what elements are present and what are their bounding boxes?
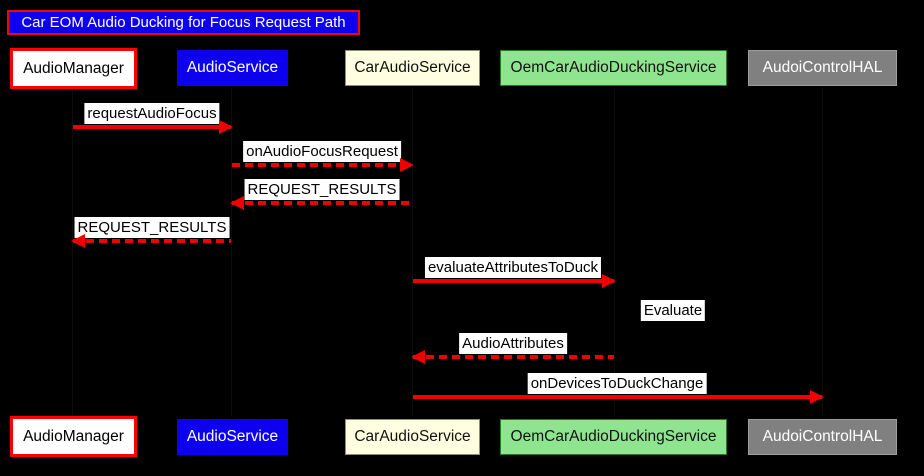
participant-oemcaraudioduckingservice-top: OemCarAudioDuckingService [500,50,727,86]
message-label-evaluate: Evaluate [640,300,706,321]
participant-audioservice-top: AudioService [177,50,288,86]
arrowhead-right-icon [400,158,414,172]
arrowhead-left-icon [411,350,425,364]
arrow-evaluateattributestoduck [413,274,616,288]
message-label-request-results-1: REQUEST_RESULTS [244,179,400,200]
participant-audiomanager-bottom: AudioManager [10,416,137,457]
message-label-request-results-2: REQUEST_RESULTS [74,217,230,238]
lifeline-audoicontrolhal [822,88,823,416]
participant-caraudioservice-bottom: CarAudioService [345,419,480,455]
message-label-requestaudiofocus: requestAudioFocus [84,103,220,124]
arrowhead-left-icon [71,234,85,248]
arrowhead-right-icon [602,274,616,288]
message-label-evaluateattributestoduck: evaluateAttributesToDuck [424,257,602,278]
arrow-requestaudiofocus [73,120,233,134]
participant-audioservice-bottom: AudioService [177,419,288,455]
arrowhead-right-icon [810,390,824,404]
lifeline-caraudioservice [412,88,413,416]
arrowhead-left-icon [230,196,244,210]
arrow-request-results-2 [71,234,231,248]
message-label-audioattributes: AudioAttributes [459,333,567,354]
arrow-onaudiofocusrequest [232,158,414,172]
message-label-onaudiofocusrequest: onAudioFocusRequest [243,141,401,162]
arrowhead-right-icon [219,120,233,134]
message-label-ondevicestoduckchange: onDevicesToDuckChange [527,373,707,394]
diagram-title: Car EOM Audio Ducking for Focus Request … [7,10,360,35]
participant-oemcaraudioduckingservice-bottom: OemCarAudioDuckingService [500,419,727,455]
participant-caraudioservice-top: CarAudioService [345,50,480,86]
lifeline-oemcaraudioduckingservice [614,88,615,416]
participant-audoicontrolhal-bottom: AudoiControlHAL [748,419,897,455]
arrow-request-results-1 [230,196,412,210]
participant-audoicontrolhal-top: AudoiControlHAL [748,50,897,86]
participant-audiomanager-top: AudioManager [10,48,137,89]
arrow-ondevicestoduckchange [413,390,824,404]
lifeline-audioservice [231,88,232,416]
lifeline-audiomanager [72,88,73,416]
arrow-audioattributes [411,350,614,364]
